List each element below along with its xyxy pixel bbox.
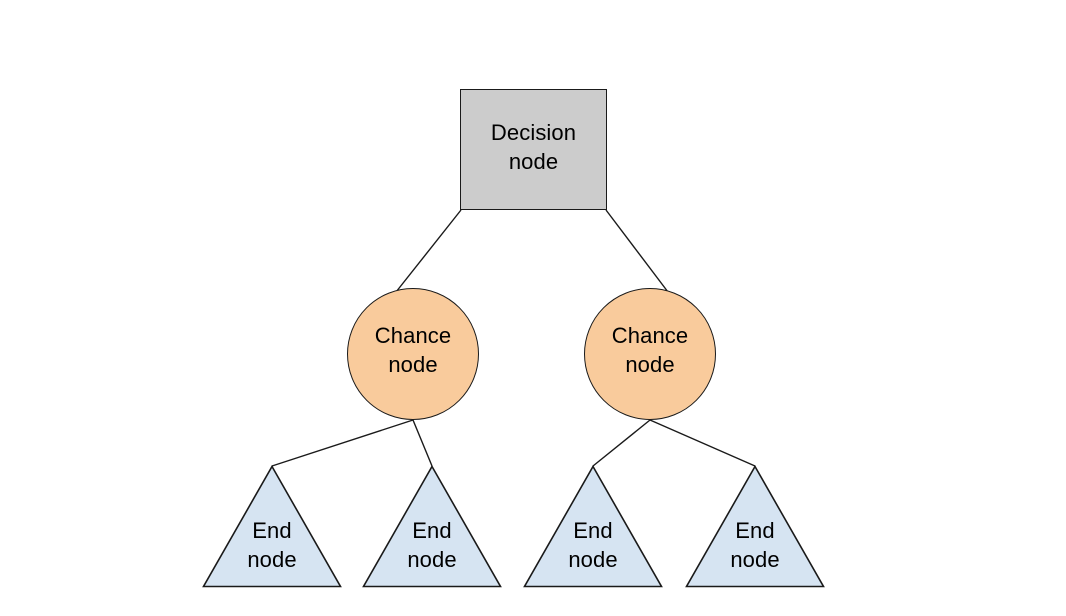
- chance-node-right[interactable]: Chance node: [584, 288, 716, 420]
- edge-decision-to-chance-right: [605, 209, 669, 293]
- end-node-3[interactable]: End node: [523, 465, 663, 588]
- end-node-2-label: End node: [407, 518, 457, 573]
- decision-node-label: Decision node: [490, 120, 577, 175]
- end-node-3-label: End node: [568, 518, 618, 573]
- edge-decision-to-chance-left: [395, 209, 462, 293]
- chance-node-left[interactable]: Chance node: [347, 288, 479, 420]
- end-node-4-label: End node: [730, 518, 780, 573]
- edge-chance-left-to-end-2: [412, 419, 433, 467]
- chance-node-right-label: Chance node: [611, 323, 689, 378]
- end-node-4[interactable]: End node: [685, 465, 825, 588]
- triangle-shape-1: [202, 465, 342, 588]
- decision-node[interactable]: Decision node: [460, 89, 607, 210]
- end-node-2[interactable]: End node: [362, 465, 502, 588]
- edge-chance-right-to-end-4: [649, 419, 756, 467]
- triangle-shape-2: [362, 465, 502, 588]
- end-node-1-label: End node: [247, 518, 297, 573]
- end-node-1[interactable]: End node: [202, 465, 342, 588]
- triangle-shape-3: [523, 465, 663, 588]
- chance-node-left-label: Chance node: [374, 323, 452, 378]
- edge-chance-right-to-end-3: [592, 419, 651, 467]
- edge-chance-left-to-end-1: [271, 419, 414, 467]
- triangle-shape-4: [685, 465, 825, 588]
